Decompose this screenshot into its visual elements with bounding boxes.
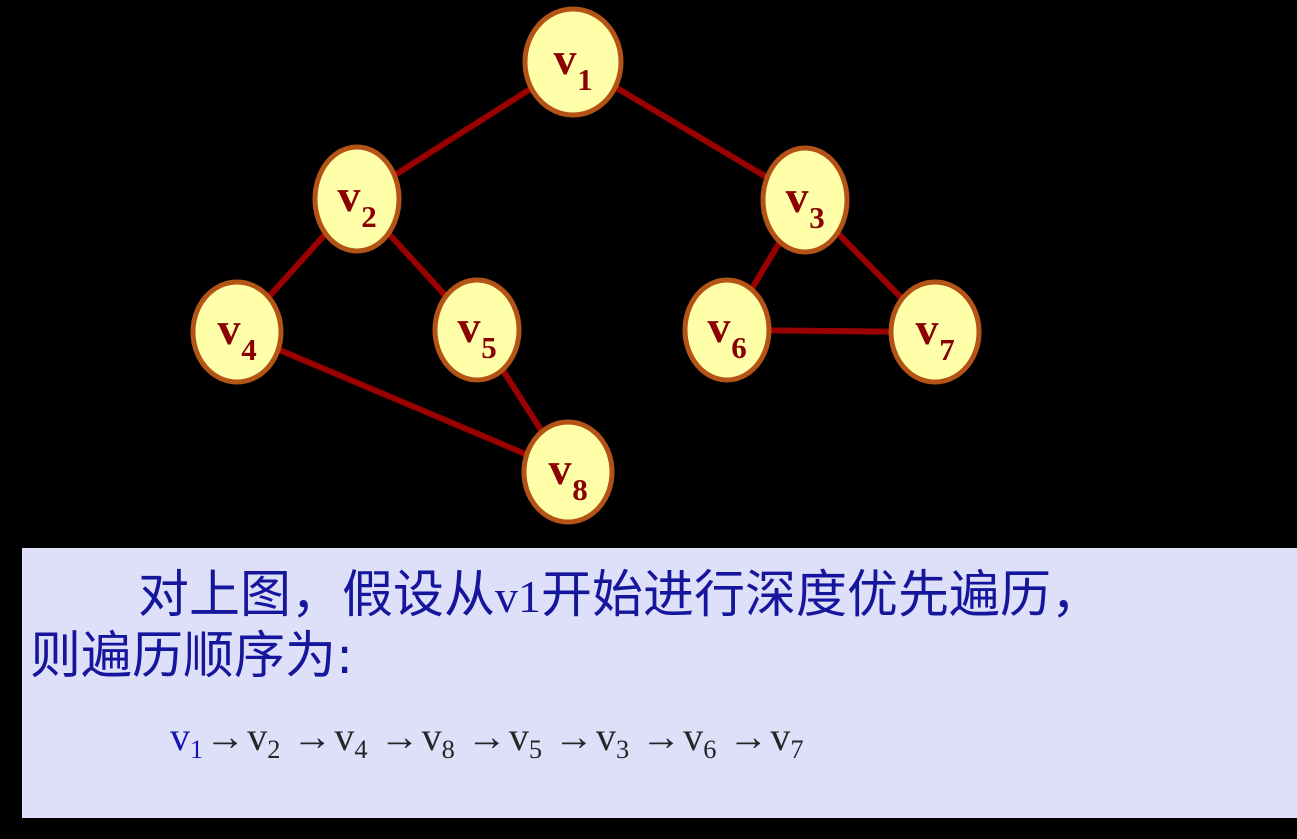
traversal-item-subscript: 4: [354, 733, 368, 764]
traversal-item-label: v: [334, 714, 355, 759]
node-subscript-v3: 3: [809, 200, 825, 235]
node-shape-v1: [522, 6, 624, 118]
traversal-item-subscript: 6: [703, 733, 717, 764]
node-subscript-v8: 8: [572, 472, 588, 507]
node-label-v6: v: [708, 301, 731, 352]
panel-line-1-latin: v1: [495, 571, 542, 622]
node-label-v7: v: [916, 303, 939, 354]
arrow-icon: →: [466, 714, 507, 759]
traversal-item-label: v: [683, 714, 704, 759]
graph-edge-v1-v2: [392, 85, 533, 178]
traversal-item-label: v: [596, 714, 617, 759]
node-label-v2: v: [338, 170, 361, 221]
traversal-item-6: v3: [596, 714, 629, 764]
graph-edges-group: [266, 84, 905, 458]
graph-edge-v4-v8: [277, 346, 528, 458]
node-shape-v2: [312, 144, 402, 254]
graph-edge-v1-v3: [613, 84, 769, 181]
traversal-item-label: v: [170, 714, 190, 759]
traversal-item-label: v: [247, 714, 268, 759]
traversal-item-8: v7: [770, 714, 803, 764]
node-label-v3: v: [786, 171, 809, 222]
node-shape-v3: [760, 145, 850, 255]
node-shape-v8: [521, 419, 615, 525]
graph-edge-v2-v5: [386, 231, 449, 299]
graph-edge-v5-v8: [499, 368, 545, 434]
traversal-item-5: v5: [508, 714, 542, 764]
node-subscript-v2: 2: [361, 199, 377, 234]
node-subscript-v1: 1: [577, 62, 593, 97]
node-label-v5: v: [458, 301, 481, 352]
traversal-item-3: v4: [334, 714, 367, 764]
node-label-v4: v: [218, 303, 241, 354]
explanation-panel: 对上图，假设从v1开始进行深度优先遍历， 则遍历顺序为: v1→v2→v4→v8…: [22, 548, 1297, 818]
traversal-item-label: v: [508, 714, 529, 759]
node-label-v1: v: [554, 33, 577, 84]
graph-edge-v3-v6: [748, 240, 783, 291]
arrow-icon: →: [379, 714, 420, 759]
traversal-item-subscript: 1: [190, 733, 204, 764]
traversal-sequence: v1→v2→v4→v8→v5→v3→v6→v7: [22, 713, 1297, 773]
traversal-item-subscript: 5: [528, 733, 543, 764]
traversal-item-label: v: [421, 714, 442, 759]
node-subscript-v7: 7: [939, 332, 955, 367]
graph-edge-v6-v7: [768, 327, 892, 335]
arrow-icon: →: [641, 714, 682, 759]
traversal-item-subscript: 8: [441, 733, 455, 764]
node-label-v8: v: [549, 443, 572, 494]
panel-line-1-part2: 开始进行深度优先遍历，: [541, 566, 1103, 625]
traversal-item-1: v1: [170, 714, 203, 764]
panel-line-2: 则遍历顺序为:: [30, 627, 354, 686]
traversal-item-4: v8: [421, 714, 455, 764]
node-subscript-v4: 4: [241, 332, 257, 367]
node-shape-v4: [190, 279, 284, 385]
arrow-icon: →: [205, 714, 246, 759]
node-subscript-v5: 5: [481, 330, 497, 365]
graph-edge-v3-v7: [835, 230, 905, 301]
traversal-item-subscript: 7: [790, 733, 804, 764]
node-shape-v5: [432, 277, 522, 383]
arrow-icon: →: [292, 714, 333, 759]
node-shape-v6: [682, 277, 772, 383]
panel-line-1: 对上图，假设从v1开始进行深度优先遍历，: [22, 548, 1297, 627]
node-shape-v7: [888, 279, 982, 385]
traversal-item-subscript: 3: [616, 733, 630, 764]
arrow-icon: →: [554, 714, 595, 759]
traversal-item-subscript: 2: [267, 733, 281, 764]
panel-line-1-part1: 对上图，假设从: [138, 566, 496, 625]
node-subscript-v6: 6: [731, 330, 747, 365]
traversal-item-7: v6: [683, 714, 716, 764]
traversal-item-2: v2: [247, 714, 280, 764]
graph-edge-v2-v4: [266, 231, 328, 300]
traversal-item-label: v: [770, 714, 791, 759]
arrow-icon: →: [728, 714, 769, 759]
